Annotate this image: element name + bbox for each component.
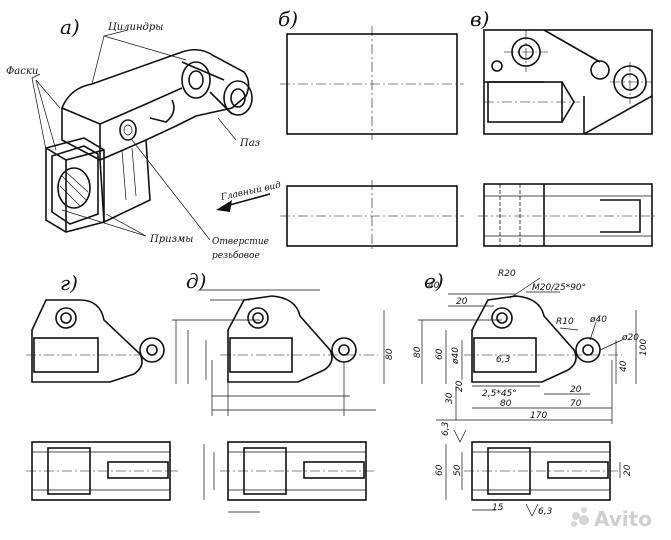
dim-170: 170 — [530, 411, 547, 421]
dim-80-bottom: 80 — [500, 399, 512, 409]
dim-20-lower: 20 — [455, 380, 465, 392]
panel-v-rough-views: в) — [470, 7, 658, 247]
panel-a-isometric: а) Цил — [6, 15, 282, 261]
dim-30: 30 — [445, 392, 455, 404]
panel-label-v: в) — [470, 7, 489, 31]
dim-phi40-right: ø40 — [589, 315, 607, 325]
dim-70: 70 — [570, 399, 582, 409]
dim-6-3-center: 6,3 — [496, 355, 511, 365]
dim-60-plan: 60 — [435, 464, 445, 476]
dim-40-top: 40 — [428, 281, 440, 291]
dim-6-3-top: 6,3 — [441, 421, 451, 436]
dim-40-right: 40 — [619, 360, 629, 372]
callout-threaded-hole-line1: Отверстие — [212, 237, 269, 247]
dim-100: 100 — [639, 339, 649, 356]
callout-cylinders: Цилиндры — [108, 22, 163, 33]
dim-r20: R20 — [498, 269, 516, 279]
panel-e-dimensioned-drawing: е) 40 20 R20 M20/25*90° R10 ø40 — [413, 269, 649, 517]
watermark-dot-icon — [572, 512, 580, 520]
dim-r10: R10 — [556, 317, 574, 327]
dim-phi20-right: ø20 — [621, 333, 639, 343]
panel-label-a: а) — [60, 15, 80, 39]
panel-label-e: е) — [424, 269, 444, 293]
dim-80-left: 80 — [413, 346, 423, 358]
panel-b-blank-views: б) — [278, 7, 464, 252]
callout-prisms: Призмы — [149, 234, 193, 245]
panel-label-d: д) — [186, 269, 206, 293]
avito-watermark: Avito — [571, 507, 652, 531]
dim-20-plan: 20 — [623, 464, 633, 476]
dim-6-3-bottom: 6,3 — [538, 507, 553, 517]
callout-slot: Паз — [239, 138, 260, 149]
watermark-text: Avito — [594, 507, 652, 531]
panel-label-b: б) — [278, 7, 298, 31]
dim-phi40-left: ø40 — [451, 347, 461, 365]
panel-label-g: г) — [60, 271, 78, 295]
dim-20-top: 20 — [456, 297, 468, 307]
dim-thread-m20: M20/25*90° — [532, 283, 586, 293]
callout-chamfers: Фаски — [6, 66, 38, 77]
dim-15: 15 — [492, 503, 504, 513]
panel-d-section-with-dimension-lines: д) 80 — [172, 269, 395, 513]
panel-g-section: г) — [26, 271, 178, 501]
dim-50-plan: 50 — [453, 464, 463, 476]
dim-60-left: 60 — [435, 348, 445, 360]
dim-20-bottom: 20 — [570, 385, 582, 395]
dim-chamfer: 2,5*45° — [482, 389, 517, 399]
dim-d-80: 80 — [385, 348, 395, 360]
callout-threaded-hole-line2: резьбовое — [212, 250, 260, 261]
